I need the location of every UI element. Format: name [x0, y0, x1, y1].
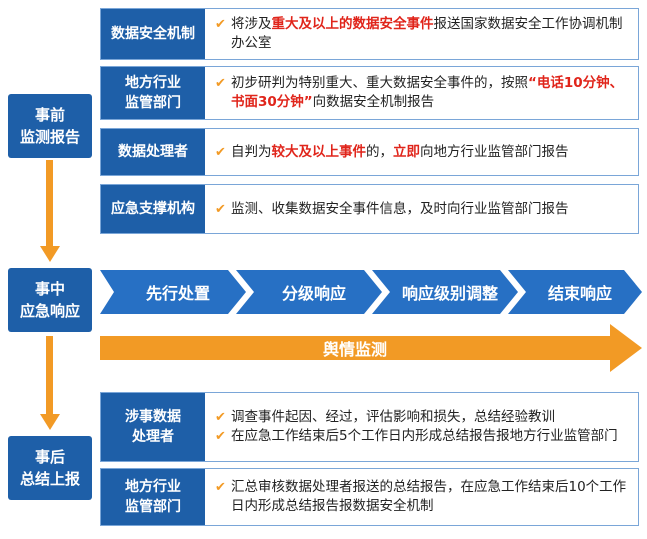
step-label-4: 结束响应: [547, 284, 612, 303]
row-label-line: 监管部门: [125, 499, 181, 515]
description-text: 在应急工作结束后5个工作日内形成总结报告报地方行业监管部门: [231, 428, 618, 444]
public-opinion-label: 舆情监测: [322, 340, 387, 359]
highlight-run: 重大及以上的数据安全事件: [271, 16, 434, 32]
row-description: ✔ 调查事件起因、经过，评估影响和损失，总结经验教训 ✔ 在应急工作结束后5个工…: [205, 393, 638, 461]
stage-after: 事后 总结上报: [8, 436, 92, 500]
description-line: ✔ 自判为较大及以上事件的，立即向地方行业监管部门报告: [215, 143, 630, 162]
chevron-step-3: [372, 270, 518, 314]
row-description: ✔ 监测、收集数据安全事件信息，及时向行业监管部门报告: [205, 185, 638, 233]
stage-during: 事中 应急响应: [8, 268, 92, 332]
check-icon: ✔: [215, 144, 226, 160]
public-opinion-arrow-icon: [100, 324, 642, 372]
description-text: 将涉及重大及以上的数据安全事件报送国家数据安全工作协调机制办公室: [231, 15, 630, 53]
row-label-line: 监管部门: [125, 95, 181, 111]
down-arrow-icon: [39, 246, 60, 262]
row-label: 地方行业 监管部门: [101, 67, 205, 119]
row-label-line: 数据处理者: [118, 144, 188, 160]
step-label-1: 先行处置: [145, 284, 210, 303]
chevron-step-2: [236, 270, 382, 314]
check-icon: ✔: [215, 480, 226, 495]
text-run: 向数据安全机制报告: [312, 94, 435, 110]
check-icon: ✔: [215, 410, 226, 425]
description-line: ✔ 初步研判为特别重大、重大数据安全事件的，按照“电话10分钟、书面30分钟”向…: [215, 74, 630, 112]
row-label-line: 地方行业: [125, 479, 181, 495]
row-label-line: 涉事数据: [125, 409, 181, 425]
highlight-run: “电话10分钟、书面30分钟”: [231, 75, 624, 110]
text-run: 将涉及: [231, 16, 272, 32]
check-icon: ✔: [215, 201, 226, 217]
check-icon: ✔: [215, 17, 226, 32]
description-text: 监测、收集数据安全事件信息，及时向行业监管部门报告: [231, 200, 630, 219]
down-arrow-shaft: [46, 336, 53, 416]
row-label-line: 处理者: [132, 429, 174, 445]
chevron-step-1: [100, 270, 246, 314]
before-row-emergency-support: 应急支撑机构 ✔ 监测、收集数据安全事件信息，及时向行业监管部门报告: [100, 184, 639, 234]
text-run: 监测、收集数据安全事件信息，及时向行业监管部门报告: [231, 200, 569, 217]
row-label: 地方行业 监管部门: [101, 469, 205, 525]
text-run: 初步研判为特别重大、重大数据安全事件的，按照: [231, 75, 528, 91]
description-text: 调查事件起因、经过，评估影响和损失，总结经验教训: [231, 409, 555, 425]
chevron-step-4: [508, 270, 642, 314]
description-text: 自判为较大及以上事件的，立即向地方行业监管部门报告: [231, 143, 630, 162]
stage-after-line1: 事后: [34, 448, 65, 466]
stage-before: 事前 监测报告: [8, 94, 92, 158]
step-label-3: 响应级别调整: [401, 284, 498, 303]
before-row-data-processor: 数据处理者 ✔ 自判为较大及以上事件的，立即向地方行业监管部门报告: [100, 128, 639, 176]
response-steps-chevrons: [100, 270, 642, 314]
row-label: 涉事数据 处理者: [101, 393, 205, 461]
down-arrow-shaft: [46, 160, 53, 248]
description-line: ✔ 在应急工作结束后5个工作日内形成总结报告报地方行业监管部门: [215, 427, 630, 446]
row-description: ✔ 汇总审核数据处理者报送的总结报告，在应急工作结束后10个工作日内形成总结报告…: [205, 469, 638, 525]
description-line: ✔ 调查事件起因、经过，评估影响和损失，总结经验教训: [215, 408, 630, 427]
stage-before-line1: 事前: [34, 106, 65, 124]
row-label: 应急支撑机构: [101, 185, 205, 233]
check-icon: ✔: [215, 76, 226, 91]
row-label-line: 地方行业: [125, 75, 181, 91]
description-text: 初步研判为特别重大、重大数据安全事件的，按照“电话10分钟、书面30分钟”向数据…: [231, 74, 630, 112]
description-text: 汇总审核数据处理者报送的总结报告，在应急工作结束后10个工作日内形成总结报告报数…: [231, 479, 627, 514]
after-row-local-regulator: 地方行业 监管部门 ✔ 汇总审核数据处理者报送的总结报告，在应急工作结束后10个…: [100, 468, 639, 526]
before-row-local-regulator: 地方行业 监管部门 ✔ 初步研判为特别重大、重大数据安全事件的，按照“电话10分…: [100, 66, 639, 120]
step-label-2: 分级响应: [281, 284, 346, 303]
description-line: ✔ 将涉及重大及以上的数据安全事件报送国家数据安全工作协调机制办公室: [215, 15, 630, 53]
row-label: 数据安全机制: [101, 9, 205, 59]
text-run: 向地方行业监管部门报告: [420, 143, 569, 160]
before-row-data-security-mechanism: 数据安全机制 ✔ 将涉及重大及以上的数据安全事件报送国家数据安全工作协调机制办公…: [100, 8, 639, 60]
description-line: ✔ 汇总审核数据处理者报送的总结报告，在应急工作结束后10个工作日内形成总结报告…: [215, 478, 630, 516]
row-label: 数据处理者: [101, 129, 205, 175]
text-run: 自判为: [231, 143, 272, 160]
description-line: ✔ 监测、收集数据安全事件信息，及时向行业监管部门报告: [215, 200, 630, 219]
stage-during-line2: 应急响应: [19, 302, 80, 320]
row-description: ✔ 自判为较大及以上事件的，立即向地方行业监管部门报告: [205, 129, 638, 175]
highlight-run: 较大及以上事件: [271, 143, 367, 160]
down-arrow-icon: [39, 414, 60, 430]
highlight-run: 立即: [393, 143, 420, 160]
stage-after-line2: 总结上报: [19, 470, 80, 488]
row-label-line: 数据安全机制: [111, 26, 195, 42]
check-icon: ✔: [215, 429, 226, 444]
stage-during-line1: 事中: [34, 280, 65, 298]
row-label-line: 应急支撑机构: [111, 201, 195, 217]
after-row-data-processor: 涉事数据 处理者 ✔ 调查事件起因、经过，评估影响和损失，总结经验教训 ✔ 在应…: [100, 392, 639, 462]
text-run: 的，: [366, 143, 393, 160]
row-description: ✔ 初步研判为特别重大、重大数据安全事件的，按照“电话10分钟、书面30分钟”向…: [205, 67, 638, 119]
stage-before-line2: 监测报告: [19, 128, 80, 146]
text-run: 报送国家数据安全工作协调机制办公室: [231, 16, 623, 51]
row-description: ✔ 将涉及重大及以上的数据安全事件报送国家数据安全工作协调机制办公室: [205, 9, 638, 59]
